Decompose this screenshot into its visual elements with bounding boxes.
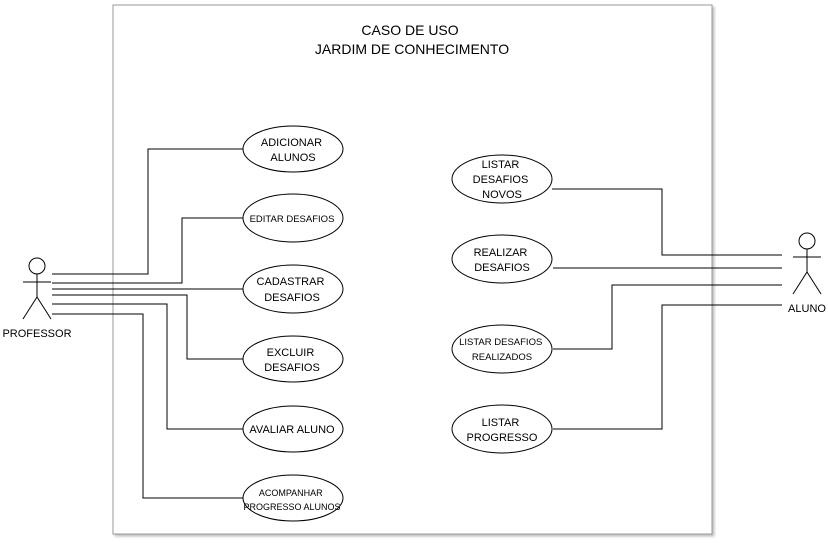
use-case-label: EDITAR DESAFIOS [250, 214, 335, 225]
svg-text:LISTAR PROGRESSO: LISTAR PROGRESSO [467, 417, 538, 444]
use-case-excluir-desafios[interactable]: EXCLUIR DESAFIOS [242, 335, 344, 383]
svg-text:AVALIAR ALUNO: AVALIAR ALUNO [249, 424, 335, 436]
use-case-listar-desafios-realizados[interactable]: LISTAR DESAFIOS REALIZADOS [451, 324, 553, 374]
assoc-excluir-desafios [52, 294, 243, 360]
use-case-avaliar-aluno[interactable]: AVALIAR ALUNO [242, 405, 344, 453]
use-case-label: EXCLUIR [267, 347, 315, 359]
system-boundary [112, 4, 713, 535]
actor-right-leg [36, 296, 52, 320]
use-case-label: ALUNOS [270, 152, 315, 164]
use-case-label: DESAFIOS [264, 292, 320, 304]
svg-text:REALIZAR DESAFIOS: REALIZAR DESAFIOS [474, 247, 531, 274]
actor-professor-label: PROFESSOR [2, 328, 71, 340]
use-case-label: ADICIONAR [261, 137, 322, 149]
use-case-label: ACOMPANHAR [259, 488, 323, 498]
use-case-label: REALIZADOS [472, 352, 532, 363]
use-case-label: DESAFIOS [473, 174, 529, 186]
use-case-label: PROGRESSO [467, 432, 538, 444]
actor-left-leg [22, 296, 38, 320]
assoc-editar-desafios [52, 217, 243, 284]
use-case-acompanhar-progresso[interactable]: ACOMPANHAR PROGRESSO ALUNOS [242, 474, 344, 522]
use-case-label: AVALIAR ALUNO [249, 424, 335, 436]
use-case-label: CADASTRAR [257, 276, 325, 288]
svg-text:CADASTRAR DESAFIOS: CADASTRAR DESAFIOS [257, 276, 328, 304]
assoc-avaliar-aluno [52, 303, 243, 430]
title-line-1: CASO DE USO [361, 22, 458, 38]
assoc-listar-desafios-novos [552, 188, 782, 256]
svg-text:LISTAR DESAFIOS NO: LISTAR DESAFIOS NOVOS [473, 159, 532, 201]
use-case-label: LISTAR [482, 159, 520, 171]
actor-aluno[interactable]: ALUNO [788, 232, 826, 315]
svg-text:ACOMPANHAR PROGRESSO ALU: ACOMPANHAR PROGRESSO ALUNOS [243, 488, 340, 512]
use-case-label: DESAFIOS [474, 262, 530, 274]
use-case-label: PROGRESSO ALUNOS [243, 502, 340, 512]
actor-head [798, 232, 816, 250]
diagram-title: CASO DE USO JARDIM DE CONHECIMENTO [315, 22, 509, 57]
use-case-editar-desafios[interactable]: EDITAR DESAFIOS [242, 193, 344, 243]
use-case-listar-desafios-novos[interactable]: LISTAR DESAFIOS NOVOS [451, 154, 553, 204]
actor-professor[interactable]: PROFESSOR [2, 257, 72, 340]
assoc-listar-desafios-realizados [553, 284, 782, 350]
svg-text:ADICIONAR ALUNOS: ADICIONAR ALUNOS [261, 137, 325, 164]
use-case-label: DESAFIOS [264, 362, 320, 374]
use-case-label: REALIZAR [474, 247, 528, 259]
use-case-realizar-desafios[interactable]: REALIZAR DESAFIOS [451, 234, 553, 284]
assoc-adicionar-alunos [52, 148, 243, 275]
use-case-label: LISTAR [482, 417, 520, 429]
use-case-adicionar-alunos[interactable]: ADICIONAR ALUNOS [242, 125, 344, 173]
assoc-acompanhar-progresso [52, 313, 243, 499]
use-case-label: LISTAR DESAFIOS [459, 337, 542, 348]
actor-aluno-label: ALUNO [788, 303, 826, 315]
assoc-listar-progresso [553, 304, 782, 430]
actor-head [28, 257, 46, 275]
svg-text:EDITAR DESAFIOS: EDITAR DESAFIOS [250, 214, 335, 225]
aluno-associations [552, 188, 782, 430]
svg-text:LISTAR DESAFIOS REALIZAD: LISTAR DESAFIOS REALIZADOS [459, 337, 545, 363]
use-case-listar-progresso[interactable]: LISTAR PROGRESSO [451, 404, 553, 454]
title-line-2: JARDIM DE CONHECIMENTO [315, 41, 509, 57]
actor-right-leg [806, 271, 822, 295]
use-case-cadastrar-desafios[interactable]: CADASTRAR DESAFIOS [242, 264, 344, 314]
svg-text:EXCLUIR DESAFIOS: EXCLUIR DESAFIOS [264, 347, 320, 374]
actor-left-leg [792, 271, 808, 295]
professor-associations [52, 148, 243, 499]
use-case-label: NOVOS [482, 189, 522, 201]
